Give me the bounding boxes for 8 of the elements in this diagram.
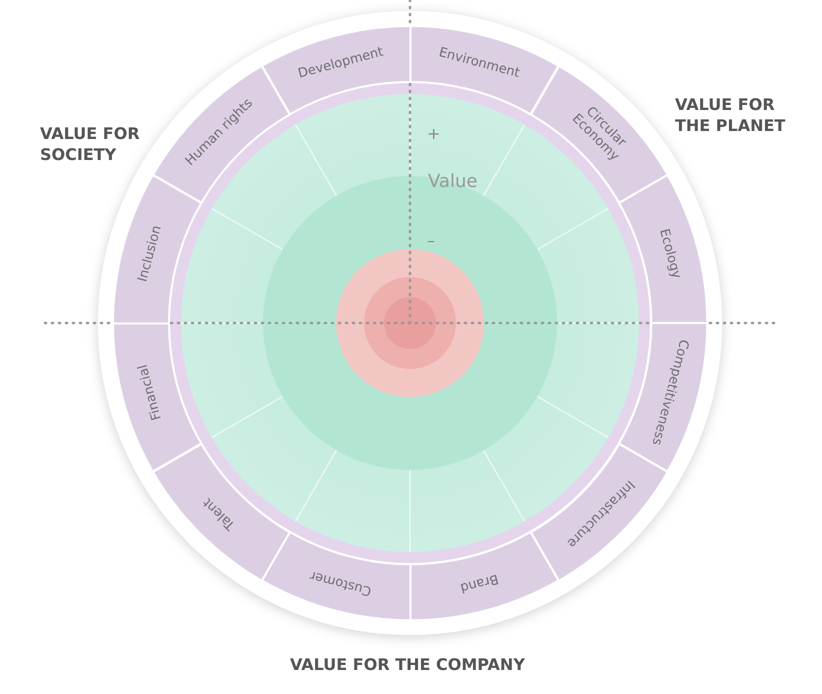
quadrant-title: VALUE FOR THE COMPANY xyxy=(290,655,525,676)
axis-label: Value xyxy=(428,171,478,192)
quadrant-title: VALUE FOR THE PLANET xyxy=(675,95,786,137)
plus-sign: + xyxy=(427,124,440,143)
minus-sign: – xyxy=(427,231,435,250)
quadrant-title: VALUE FOR SOCIETY xyxy=(40,124,141,166)
segment-label: Brand xyxy=(458,570,500,594)
segment-label: Ecology xyxy=(655,227,683,280)
